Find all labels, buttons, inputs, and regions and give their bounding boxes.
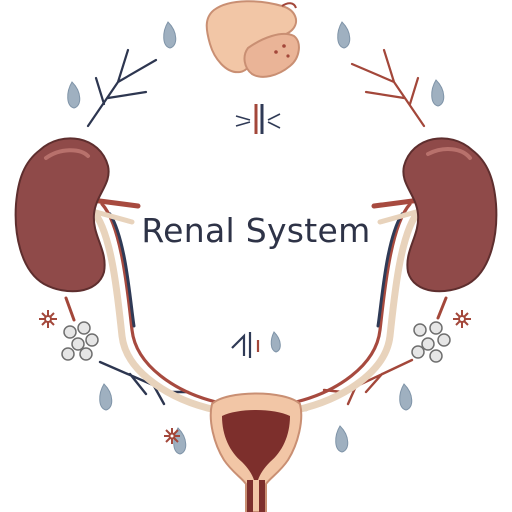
blood-vessel-branch-icon [86, 48, 158, 128]
kidney-left-icon [14, 137, 110, 293]
diagram-title: Renal System [141, 211, 371, 250]
liver-icon [205, 0, 300, 78]
nephron-cluster-icon [411, 321, 451, 363]
bladder-icon [209, 392, 303, 512]
renal-vessels [89, 197, 423, 225]
nephron-cluster-icon [61, 321, 99, 361]
vessel-tick [64, 296, 448, 322]
water-drop-icon [67, 21, 445, 455]
right-ureter [292, 202, 424, 414]
central-marker-icon [231, 332, 260, 358]
central-vessel-icon [235, 104, 281, 134]
star-cell-icon [39, 310, 471, 444]
blood-vessel-branch-icon [350, 48, 426, 128]
left-ureter [88, 202, 220, 414]
kidney-right-icon [402, 137, 498, 293]
